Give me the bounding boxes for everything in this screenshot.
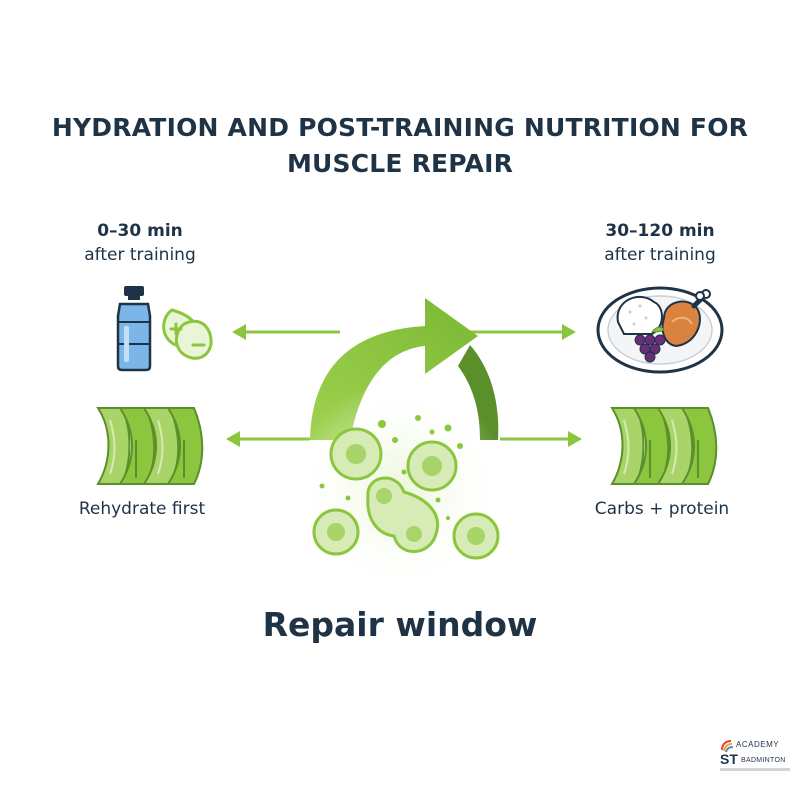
title-line-1: HYDRATION AND POST-TRAINING NUTRITION FO… bbox=[51, 113, 749, 142]
grapes-icon bbox=[634, 326, 666, 363]
muscle-fibers-icon bbox=[610, 407, 718, 485]
logo-academy-text: ACADEMY bbox=[736, 740, 780, 749]
left-phase-header: 0–30 min after training bbox=[40, 219, 240, 267]
cell-bottom-left bbox=[312, 508, 360, 556]
left-phase-subtitle: after training bbox=[84, 245, 196, 265]
logo-badminton-text: BADMINTON bbox=[741, 757, 786, 764]
right-phase-header: 30–120 min after training bbox=[560, 219, 760, 267]
academy-logo: ACADEMY ST BADMINTON bbox=[718, 738, 790, 778]
cell-top-right bbox=[406, 440, 458, 492]
bottom-left-connector-arrow bbox=[226, 431, 310, 447]
electrolyte-drop-icon bbox=[162, 308, 213, 360]
title-line-2: MUSCLE REPAIR bbox=[286, 149, 514, 178]
chicken-leg-icon bbox=[661, 289, 711, 348]
right-phase-time: 30–120 min bbox=[605, 221, 715, 241]
cell-bottom-right bbox=[452, 512, 500, 560]
left-phase-time: 0–30 min bbox=[97, 221, 183, 241]
shuttlecock-logo-icon bbox=[721, 740, 734, 753]
water-bottle-icon bbox=[116, 286, 152, 372]
page-title: HYDRATION AND POST-TRAINING NUTRITION FO… bbox=[0, 110, 800, 182]
right-phase-caption: Carbs + protein bbox=[594, 499, 730, 519]
top-right-connector-arrow bbox=[460, 324, 576, 340]
left-phase-caption: Rehydrate first bbox=[78, 499, 206, 519]
cell-dividing bbox=[366, 476, 440, 553]
bottom-right-connector-arrow bbox=[500, 431, 582, 447]
cell-top-left bbox=[329, 427, 383, 481]
meal-plate-icon bbox=[596, 286, 724, 374]
logo-tagline-bar bbox=[720, 768, 790, 771]
logo-st-text: ST bbox=[720, 751, 738, 767]
repair-window-label: Repair window bbox=[262, 605, 538, 644]
right-phase-subtitle: after training bbox=[604, 245, 716, 265]
muscle-cells-icon bbox=[290, 380, 510, 600]
top-left-connector-arrow bbox=[232, 324, 340, 340]
muscle-fibers-icon bbox=[96, 407, 204, 485]
